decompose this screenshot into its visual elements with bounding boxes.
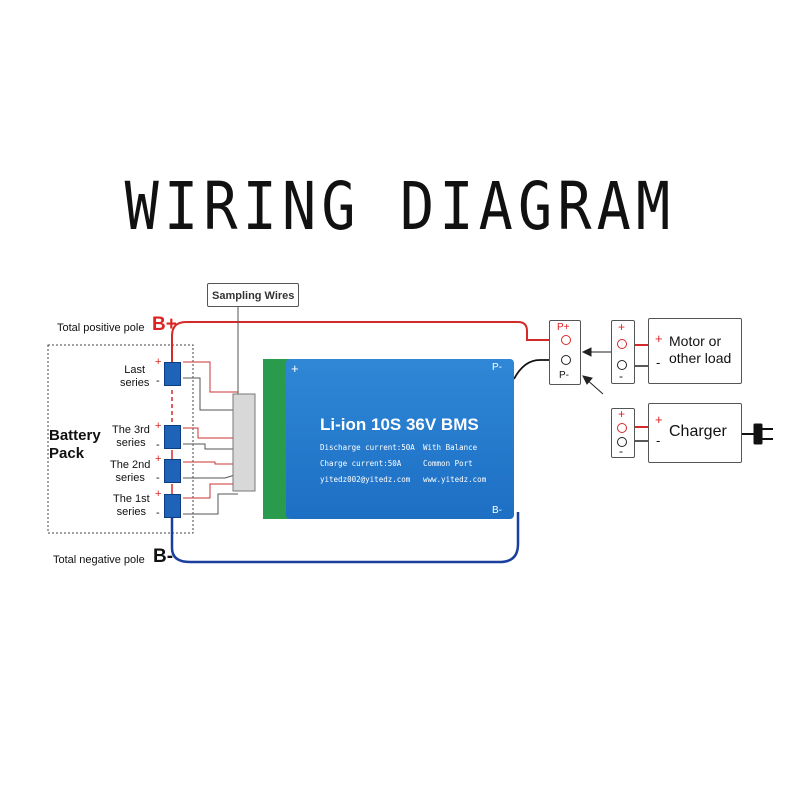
battery-pack-label: Battery Pack <box>49 427 101 462</box>
bms-common-port: Common Port <box>423 459 473 468</box>
negative-main-wire <box>170 512 520 564</box>
motor-plus-terminal <box>617 339 627 349</box>
cell-2nd-minus: - <box>156 472 160 484</box>
b-plus-label: B+ <box>152 314 177 335</box>
p-minus-wire <box>513 359 560 380</box>
charger-plus-terminal <box>617 423 627 433</box>
cell-1st-plus: + <box>155 488 162 500</box>
p-minus-label: P- <box>559 370 569 381</box>
charger-box: + - Charger <box>648 403 742 463</box>
sampling-wires-label: Sampling Wires <box>207 283 300 307</box>
cell-3rd-plus: + <box>155 420 162 432</box>
bms-website: www.yitedz.com <box>423 475 487 484</box>
bms-plus-mark: + <box>291 361 299 376</box>
bms-p-minus-mark: P- <box>492 362 502 373</box>
bms-board: + P- B- Li-ion 10S 36V BMS Discharge cur… <box>286 359 514 519</box>
sampling-connector <box>232 393 256 492</box>
positive-main-wire <box>171 321 560 362</box>
bms-email: yitedz002@yitedz.com <box>320 475 411 484</box>
pcb-strip <box>263 359 289 519</box>
p-minus-terminal <box>561 355 571 365</box>
charger-label: Charger <box>669 423 727 440</box>
p-plus-terminal <box>561 335 571 345</box>
motor-minus-terminal <box>617 360 627 370</box>
motor-connector: + - <box>611 320 635 384</box>
charger-connector: + - <box>611 407 635 458</box>
battery-cell-1st <box>164 494 181 518</box>
plug-icon <box>740 423 773 445</box>
cell-1st-minus: - <box>156 507 160 519</box>
cell-last-minus: - <box>156 375 160 387</box>
bms-discharge: Discharge current:50A <box>320 443 415 452</box>
b-minus-label: B- <box>153 546 174 567</box>
battery-cell-3rd <box>164 425 181 449</box>
cell-last-plus: + <box>155 356 162 368</box>
cell-2nd-plus: + <box>155 453 162 465</box>
charger-minus-terminal <box>617 437 627 447</box>
motor-load-box: + - Motor or other load <box>648 318 742 384</box>
battery-cell-last <box>164 362 181 386</box>
p-plus-label: P+ <box>557 322 570 333</box>
bms-title: Li-ion 10S 36V BMS <box>320 415 479 434</box>
battery-pack-frame <box>47 344 194 534</box>
battery-cell-2nd <box>164 459 181 483</box>
total-positive-label: Total positive pole <box>57 322 145 334</box>
cell-3rd-minus: - <box>156 439 160 451</box>
bms-balance: With Balance <box>423 443 478 452</box>
output-port-box: P+ P- <box>549 320 581 385</box>
motor-load-label: Motor or other load <box>669 333 732 366</box>
total-negative-label: Total negative pole <box>53 554 145 566</box>
sampling-wires <box>183 361 239 515</box>
bms-b-minus-mark: B- <box>492 505 502 516</box>
load-arrows <box>581 347 612 395</box>
bms-charge: Charge current:50A <box>320 459 402 468</box>
diagram-title: WIRING DIAGRAM <box>124 168 676 245</box>
